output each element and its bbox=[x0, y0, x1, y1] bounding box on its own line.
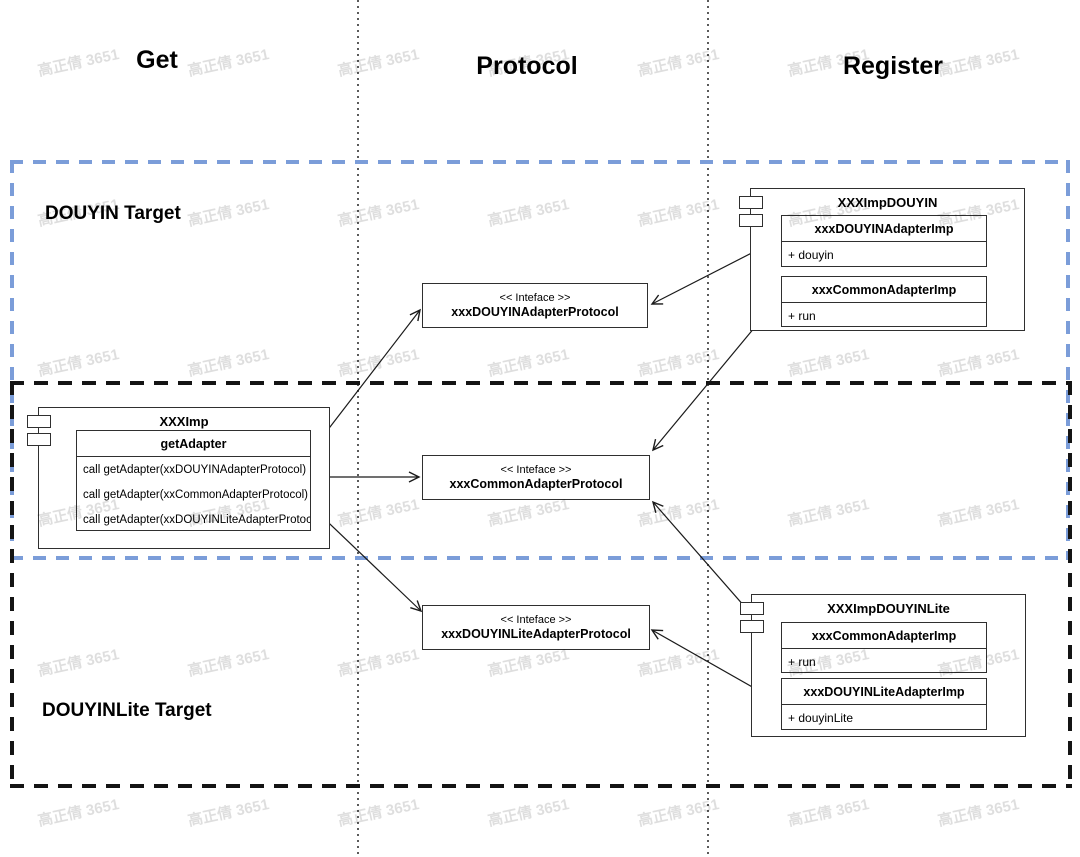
region-border bbox=[1068, 381, 1072, 788]
watermark-text: 高正倩 3651 bbox=[936, 796, 1021, 830]
class-member-row: + douyinLite bbox=[788, 711, 854, 725]
method-call-row: call getAdapter(xxDOUYINLiteAdapterProto… bbox=[83, 514, 310, 526]
class-getadapter: getAdapter call getAdapter(xxDOUYINAdapt… bbox=[76, 430, 311, 531]
region-border bbox=[10, 160, 1070, 164]
region-border bbox=[1066, 160, 1070, 560]
interface-common-adapter-protocol: << Inteface >> xxxCommonAdapterProtocol bbox=[422, 455, 650, 500]
class-member-row: + douyin bbox=[788, 248, 834, 262]
class-title: xxxCommonAdapterImp bbox=[782, 623, 986, 649]
class-title: getAdapter bbox=[77, 431, 310, 457]
component-port-icon bbox=[27, 415, 51, 428]
component-port-icon bbox=[739, 196, 763, 209]
class-member-row: + run bbox=[788, 655, 816, 669]
interface-stereotype: << Inteface >> bbox=[500, 464, 572, 476]
interface-stereotype: << Inteface >> bbox=[499, 292, 571, 304]
interface-stereotype: << Inteface >> bbox=[500, 614, 572, 626]
watermark-text: 高正倩 3651 bbox=[186, 796, 271, 830]
class-title: xxxCommonAdapterImp bbox=[782, 277, 986, 303]
region-border bbox=[10, 160, 14, 560]
column-header-protocol: Protocol bbox=[476, 52, 578, 80]
interface-douyin-adapter-protocol: << Inteface >> xxxDOUYINAdapterProtocol bbox=[422, 283, 648, 328]
component-port-icon bbox=[739, 214, 763, 227]
component-xximp-douyinlite: XXXImpDOUYINLite xxxCommonAdapterImp + r… bbox=[740, 594, 1026, 737]
class-title: xxxDOUYINLiteAdapterImp bbox=[782, 679, 986, 705]
region-label-douyinlite-target: DOUYINLite Target bbox=[42, 700, 212, 721]
watermark-text: 高正倩 3651 bbox=[36, 796, 121, 830]
watermark-text: 高正倩 3651 bbox=[186, 46, 271, 80]
component-xximp-douyin: XXXImpDOUYIN xxxDOUYINAdapterImp + douyi… bbox=[739, 188, 1025, 331]
component-port-icon bbox=[27, 433, 51, 446]
interface-name: xxxDOUYINLiteAdapterProtocol bbox=[441, 627, 631, 641]
column-header-register: Register bbox=[842, 52, 944, 80]
component-port-icon bbox=[740, 602, 764, 615]
interface-douyinlite-adapter-protocol: << Inteface >> xxxDOUYINLiteAdapterProto… bbox=[422, 605, 650, 650]
watermark-text: 高正倩 3651 bbox=[786, 796, 871, 830]
method-call-row: call getAdapter(xxCommonAdapterProtocol) bbox=[83, 489, 308, 501]
component-title: XXXImpDOUYIN bbox=[837, 195, 938, 210]
class-lite-commonadapterimp: xxxCommonAdapterImp + run bbox=[781, 622, 987, 673]
class-title: xxxDOUYINAdapterImp bbox=[782, 216, 986, 242]
watermark-text: 高正倩 3651 bbox=[486, 796, 571, 830]
component-port-icon bbox=[740, 620, 764, 633]
component-title: XXXImp bbox=[159, 414, 209, 429]
region-border bbox=[10, 381, 1072, 385]
region-border bbox=[10, 556, 1070, 560]
region-border bbox=[10, 381, 14, 788]
region-label-douyin-target: DOUYIN Target bbox=[45, 203, 181, 224]
interface-name: xxxDOUYINAdapterProtocol bbox=[451, 305, 619, 319]
class-member-row: + run bbox=[788, 309, 816, 323]
class-commonadapterimp: xxxCommonAdapterImp + run bbox=[781, 276, 987, 327]
class-douyinliteadapterimp: xxxDOUYINLiteAdapterImp + douyinLite bbox=[781, 678, 987, 730]
watermark-text: 高正倩 3651 bbox=[336, 46, 421, 80]
component-title: XXXImpDOUYINLite bbox=[827, 601, 950, 616]
region-border bbox=[10, 784, 1072, 788]
interface-name: xxxCommonAdapterProtocol bbox=[449, 477, 623, 491]
watermark-text: 高正倩 3651 bbox=[936, 46, 1021, 80]
component-xximp: XXXImp getAdapter call getAdapter(xxDOUY… bbox=[27, 407, 330, 549]
watermark-text: 高正倩 3651 bbox=[336, 796, 421, 830]
column-header-get: Get bbox=[136, 46, 178, 74]
region-douyin-target: DOUYIN Target bbox=[10, 160, 1070, 560]
method-call-row: call getAdapter(xxDOUYINAdapterProtocol) bbox=[83, 464, 307, 476]
watermark-text: 高正倩 3651 bbox=[36, 46, 121, 80]
region-douyinlite-target: DOUYINLite Target bbox=[10, 381, 1072, 788]
class-douyinadapterimp: xxxDOUYINAdapterImp + douyin bbox=[781, 215, 987, 267]
